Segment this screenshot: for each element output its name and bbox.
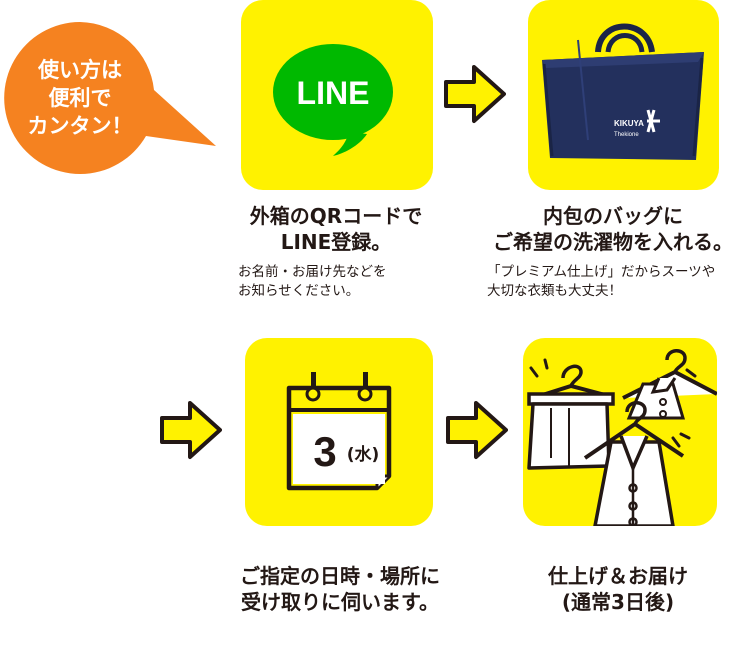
calendar-icon: 3 (水) <box>286 372 392 491</box>
sub-line: お知らせください。 <box>238 283 360 299</box>
title-line: (通常3日後) <box>561 590 675 614</box>
line-logo-icon: LINE <box>273 44 393 156</box>
title-line: 外箱のQRコードで <box>249 204 423 228</box>
calendar-weekday: (水) <box>347 444 380 465</box>
arrow-right-icon <box>446 401 508 459</box>
step-3-title: ご指定の日時・場所に 受け取りに伺います。 <box>215 563 465 615</box>
bubble-line: カンタン！ <box>27 114 133 138</box>
step-2-subtitle: 「プレミアム仕上げ」だからスーツや 大切な衣類も大丈夫！ <box>487 263 749 301</box>
step-1-title: 外箱のQRコードで LINE登録。 <box>220 203 452 255</box>
step-2-title: 内包のバッグに ご希望の洗濯物を入れる。 <box>478 203 748 255</box>
arrow-right-icon <box>160 401 222 459</box>
speech-bubble <box>4 22 216 174</box>
step-card-bag: KIKUYA Thekione <box>528 0 719 190</box>
step-4-title: 仕上げ＆お届け (通常3日後) <box>510 563 726 615</box>
finished-clothes-icon <box>527 349 717 526</box>
step-card-delivery <box>523 338 717 526</box>
step-card-calendar: 3 (水) <box>245 338 433 526</box>
bag-brand: KIKUYA <box>614 119 644 128</box>
line-logo-text: LINE <box>297 75 370 111</box>
bag-brand-sub: Thekione <box>614 132 639 138</box>
sub-line: お名前・お届け先などを <box>238 264 387 280</box>
arrow-right-icon <box>444 65 506 123</box>
step-1-subtitle: お名前・お届け先などを お知らせください。 <box>238 263 438 301</box>
bubble-line: 便利で <box>48 86 112 110</box>
title-line: ご指定の日時・場所に <box>240 564 440 588</box>
calendar-day: 3 <box>313 428 336 475</box>
title-line: LINE登録。 <box>280 230 392 254</box>
title-line: 内包のバッグに <box>543 204 683 228</box>
sub-line: 大切な衣類も大丈夫！ <box>487 283 622 299</box>
title-line: 受け取りに伺います。 <box>241 590 439 614</box>
laundry-bag-icon: KIKUYA Thekione <box>542 23 704 160</box>
bubble-text: 使い方は 便利で カンタン！ <box>4 22 156 174</box>
title-line: ご希望の洗濯物を入れる。 <box>493 230 733 254</box>
step-card-line: LINE <box>241 0 433 190</box>
bubble-line: 使い方は <box>38 58 122 82</box>
title-line: 仕上げ＆お届け <box>548 564 688 588</box>
sub-line: 「プレミアム仕上げ」だからスーツや <box>487 264 716 280</box>
